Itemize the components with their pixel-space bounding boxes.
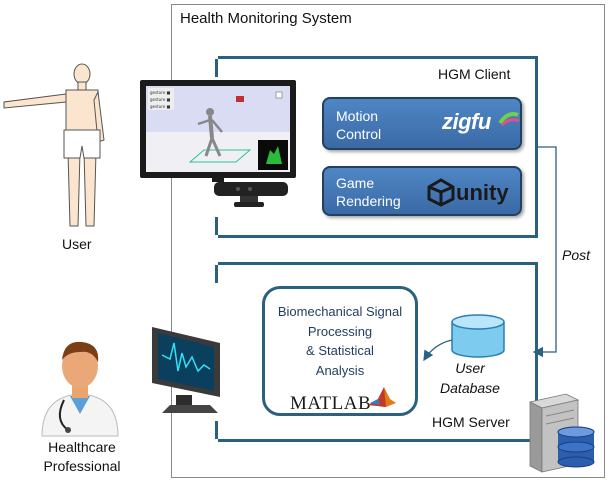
analysis-line-1: Biomechanical Signal (277, 304, 403, 319)
database-label-line2: Database (440, 380, 500, 396)
screen-gesture-line-2: gesture ■ (150, 97, 170, 102)
unity-logo-text: unity (456, 180, 509, 205)
database-label-line1: User (455, 360, 485, 376)
hgm-server-label: HGM Server (432, 414, 510, 430)
system-title: Health Monitoring System (180, 10, 352, 27)
game-rendering-label-line1: Game (336, 175, 375, 191)
post-arrow (532, 146, 557, 358)
signal-analysis-component (262, 286, 418, 416)
unity-cube-icon (427, 178, 455, 207)
user-label: User (62, 236, 92, 252)
client-monitor-icon: gesture ■ gesture ■ gesture ■ (140, 80, 296, 207)
hgm-client-label: HGM Client (438, 66, 511, 82)
hgm-client-container (215, 56, 538, 238)
healthcare-professional-line1: Healthcare (48, 439, 116, 455)
game-rendering-component: Game Rendering unity (322, 166, 522, 216)
signal-analysis-text: Biomechanical Signal Processing & Statis… (265, 302, 415, 380)
analysis-line-2: Processing (307, 323, 373, 339)
matlab-peak-icon (368, 387, 396, 407)
user-database-label: User Database (433, 358, 507, 398)
matlab-logo-text: MATLAB (290, 393, 372, 414)
database-to-analysis-arrow (423, 339, 453, 362)
motion-control-label-line1: Motion (336, 108, 379, 124)
user-figure-icon (3, 63, 105, 227)
analysis-line-4: Analysis (315, 362, 365, 378)
user-database-icon (451, 314, 505, 358)
healthcare-professional-label: Healthcare Professional (36, 438, 128, 476)
motion-control-label-line2: Control (336, 126, 382, 142)
post-arrow-label: Post (562, 247, 591, 263)
server-tower-icon (528, 393, 595, 473)
server-monitor-icon (152, 327, 220, 413)
motion-control-component: Motion Control zigfu (322, 97, 522, 150)
zigfu-logo: zigfu (442, 109, 491, 134)
zigfu-swoosh-icon (498, 112, 520, 127)
screen-gesture-line-3: gesture ■ (150, 104, 170, 109)
screen-gesture-line-1: gesture ■ (150, 90, 170, 95)
healthcare-professional-icon (41, 341, 119, 437)
game-rendering-label-line2: Rendering (336, 193, 401, 209)
healthcare-professional-line2: Professional (43, 458, 121, 474)
analysis-line-3: & Statistical (306, 343, 374, 358)
